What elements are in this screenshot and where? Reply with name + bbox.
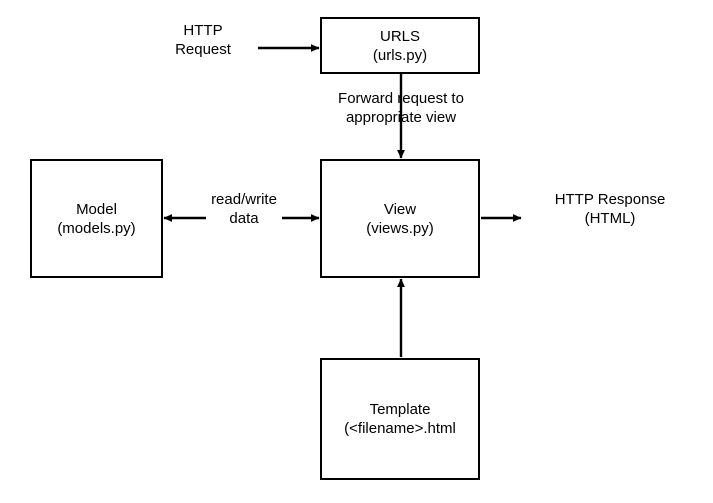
label-forward-request-line1: Forward request to [338, 90, 464, 107]
label-http-request: HTTP Request [143, 21, 263, 59]
node-view-label: View (views.py) [366, 200, 434, 238]
node-urls-line2: (urls.py) [372, 46, 428, 64]
label-http-request-line1: HTTP [183, 22, 223, 39]
node-view-line2: (views.py) [366, 219, 434, 237]
node-view-line1: View [383, 200, 417, 218]
node-urls-line1: URLS [379, 27, 420, 45]
label-http-response-line1: HTTP Response [554, 191, 666, 208]
label-http-response: HTTP Response (HTML) [530, 190, 690, 228]
node-template-label: Template (<filename>.html [344, 400, 456, 438]
node-model-label: Model (models.py) [57, 200, 135, 238]
label-read-write-line2: data [229, 210, 259, 227]
label-forward-request: Forward request to appropriate view [311, 89, 491, 127]
label-read-write-data: read/write data [196, 190, 292, 228]
node-view[interactable]: View (views.py) [320, 159, 480, 278]
node-urls-label: URLS (urls.py) [373, 27, 427, 65]
node-template[interactable]: Template (<filename>.html [320, 358, 480, 480]
node-model[interactable]: Model (models.py) [30, 159, 163, 278]
node-template-line1: Template [369, 401, 431, 418]
node-model-line2: (models.py) [57, 219, 136, 237]
label-http-request-line2: Request [175, 41, 231, 58]
node-model-line1: Model [76, 200, 117, 218]
node-template-line2: (<filename>.html [344, 420, 456, 437]
label-read-write-line1: read/write [211, 191, 277, 208]
label-forward-request-line2: appropriate view [345, 109, 457, 126]
label-http-response-line2: (HTML) [584, 210, 636, 227]
node-urls[interactable]: URLS (urls.py) [320, 17, 480, 74]
